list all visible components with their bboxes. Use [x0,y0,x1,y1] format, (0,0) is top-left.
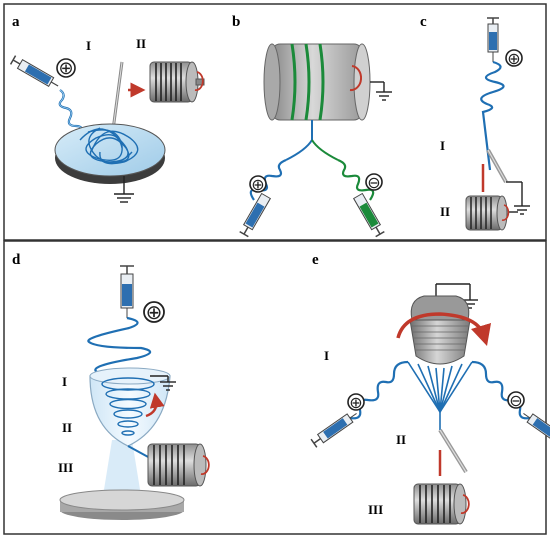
minus-sign-icon: ⊖ [507,391,525,410]
panel-a-letter: a [12,14,20,30]
fiber-vortex [101,377,155,436]
plus-sign-text-b: ⊕ [251,177,264,194]
ground-icon [114,176,134,203]
panel-frame-bottom [3,240,547,535]
rotation-arrow-icon [396,312,492,347]
ground-icon [370,81,392,101]
panel-c-letter: c [420,14,427,30]
collector-drum-icon [149,61,205,103]
rotation-arrow-icon [349,65,362,92]
panel-d-label-ii: II [62,420,72,435]
plus-sign-icon: ⊕ [143,301,165,324]
plus-sign-text: ⊕ [58,58,73,78]
ground-icon [150,375,176,391]
syringe-icon [9,55,59,88]
feed-tube-right [471,360,531,420]
collector-drum-icon [413,483,470,525]
minus-sign-text-b: ⊖ [367,175,380,192]
syringe-icon [310,413,357,448]
panel-d-label-i: I [62,374,67,389]
syringe-icon [487,17,499,62]
plus-sign-icon: ⊕ [505,49,523,68]
rotary-spinneret [396,295,492,365]
base-plate [59,489,185,511]
fiber-fan [407,361,473,430]
plus-sign-text-e: ⊕ [349,395,362,412]
collector-drum-icon [147,443,210,487]
panel-d: d I II III ⊕ [12,252,210,520]
panel-c-label-i: I [440,138,445,153]
rotation-arrow-icon [145,392,165,418]
minus-sign-text-e: ⊖ [509,393,522,410]
panel-c-label-ii: II [440,204,450,219]
feed-tube [480,60,505,171]
ground-icon [506,181,530,215]
plus-sign-icon: ⊕ [347,393,365,412]
syringe-icon [120,265,134,318]
rotation-arrow-icon [200,455,210,475]
panel-a: a I II ⊕ [9,14,205,203]
minus-sign-icon: ⊖ [365,173,383,192]
jet-beam [102,440,142,502]
rotation-arrow-icon [194,71,204,91]
panel-frame-top [3,3,547,241]
panel-d-letter: d [12,252,21,268]
feed-tube-left [349,360,409,420]
panel-e-label-i: I [324,348,329,363]
panel-a-label-ii: II [136,36,146,51]
plus-sign-icon: ⊕ [249,175,267,194]
panel-e-label-iii: III [368,502,383,517]
plus-sign-icon: ⊕ [56,58,76,78]
panel-c: c I II ⊕ [420,14,530,231]
rotation-arrow-icon [460,494,470,514]
panel-b-letter: b [232,14,240,30]
plus-sign-text-d: ⊕ [146,302,163,324]
panel-e-letter: e [312,252,319,268]
syringe-icon [239,192,272,238]
feed-tube-green [337,158,375,201]
panel-b: b ⊕ [232,14,392,238]
panel-a-label-i: I [86,38,91,53]
panel-d-label-iii: III [58,460,73,475]
rotation-arrow-icon [501,204,510,221]
plus-sign-text-c: ⊕ [507,51,520,68]
cylinder-drum [271,43,363,121]
green-fiber-winding [290,43,325,121]
collector-drum-icon [465,195,510,231]
fiber-mat [79,127,139,165]
syringe-icon [352,192,385,238]
panel-e: e I II III [310,252,550,525]
panel-e-label-ii: II [396,432,406,447]
syringe-icon [523,413,550,444]
